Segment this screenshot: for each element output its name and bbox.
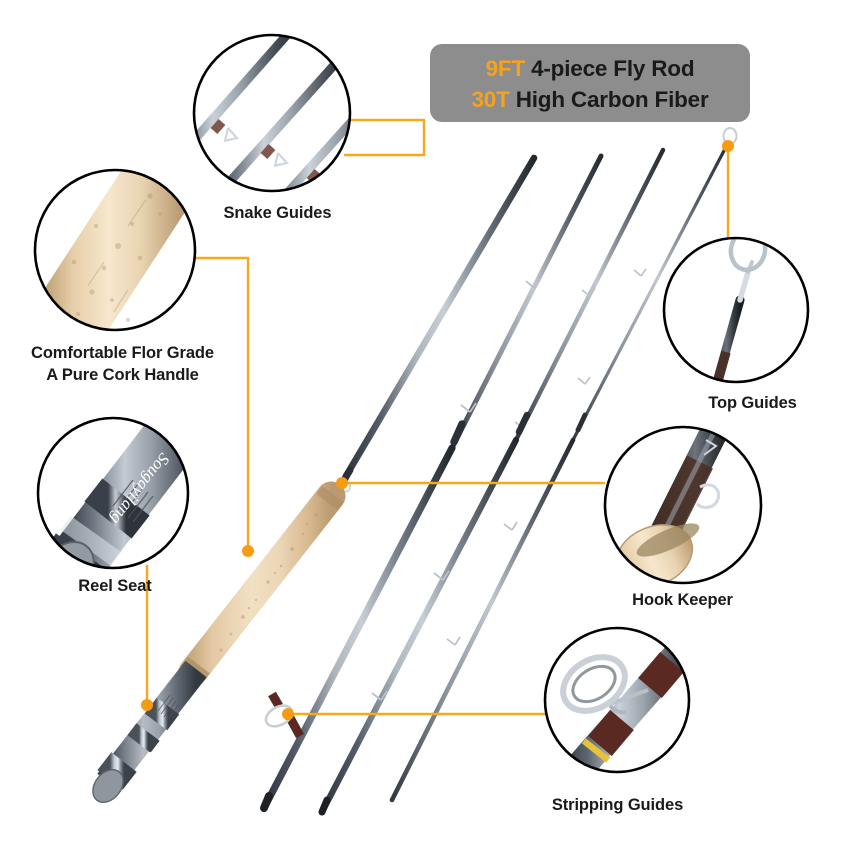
leader-dot-stripping-guides <box>282 708 294 720</box>
banner-highlight-30t: 30T <box>471 87 510 112</box>
caption-snake-guides: Snake Guides <box>223 204 332 222</box>
banner-line-2: 30T High Carbon Fiber <box>430 84 750 115</box>
rod-section-2 <box>260 153 604 812</box>
caption-cork-handle: Comfortable Flor Grade A Pure Cork Handl… <box>10 342 235 386</box>
caption-reel-seat: Reel Seat <box>78 577 152 595</box>
rod-section-3 <box>318 147 666 816</box>
caption-top-guides: Top Guides <box>708 394 797 412</box>
callout-circle-cork-handle <box>33 168 197 332</box>
rod-section-4 <box>389 127 738 803</box>
leader-dot-top-guides <box>722 140 734 152</box>
caption-cork-handle-line2: A Pure Cork Handle <box>46 366 199 384</box>
header-banner: 9FT 4-piece Fly Rod 30T High Carbon Fibe… <box>430 44 750 122</box>
caption-hook-keeper: Hook Keeper <box>632 591 733 609</box>
leader-dot-hook-keeper <box>336 477 348 489</box>
leader-cork-handle <box>190 256 250 553</box>
banner-highlight-9ft: 9FT <box>485 56 526 81</box>
leader-dot-cork-handle <box>242 545 254 557</box>
banner-text-carbon-fiber: High Carbon Fiber <box>515 87 709 112</box>
callout-circle-stripping-guides <box>543 626 691 774</box>
rod-section-1-butt: Sougayilang <box>92 154 538 803</box>
leader-snake-guides <box>343 118 426 157</box>
banner-text-fly-rod: 4-piece Fly Rod <box>531 56 695 81</box>
callout-circle-top-guides <box>662 236 810 384</box>
callout-circle-hook-keeper <box>603 425 763 585</box>
caption-cork-handle-line1: Comfortable Flor Grade <box>31 344 214 362</box>
reel-seat: Sougayilang <box>92 660 207 803</box>
banner-line-1: 9FT 4-piece Fly Rod <box>430 53 750 84</box>
leader-dot-reel-seat <box>141 699 153 711</box>
caption-stripping-guides: Stripping Guides <box>551 796 684 814</box>
